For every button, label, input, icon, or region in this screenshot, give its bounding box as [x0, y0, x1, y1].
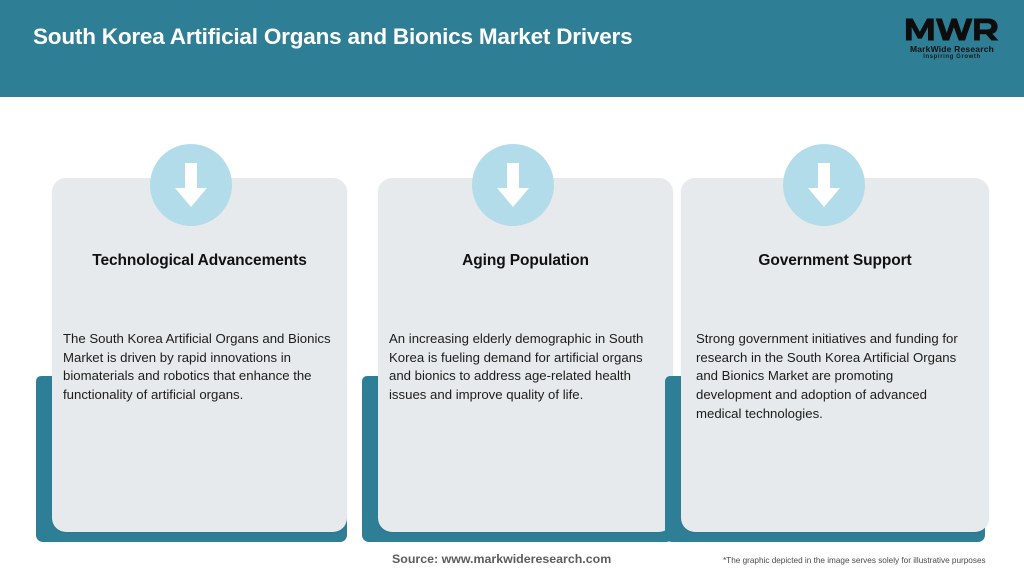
arrow-down-glyph — [497, 163, 529, 207]
driver-card: Government Support Strong government ini… — [665, 144, 989, 544]
card-title: Aging Population — [462, 252, 589, 269]
card-title: Government Support — [758, 252, 912, 269]
driver-card: Aging Population An increasing elderly d… — [362, 144, 682, 544]
source-label: Source: www.markwideresearch.com — [392, 552, 612, 566]
arrow-down-icon — [472, 144, 554, 226]
card-description: Strong government initiatives and fundin… — [696, 331, 958, 421]
header-bar: South Korea Artificial Organs and Bionic… — [0, 0, 1024, 97]
card-title: Technological Advancements — [92, 252, 307, 269]
card-surface — [52, 178, 347, 532]
card-surface — [681, 178, 989, 532]
logo-company-name: MarkWide Research — [909, 43, 995, 54]
page-title: South Korea Artificial Organs and Bionic… — [33, 24, 633, 49]
arrow-down-icon — [783, 144, 865, 226]
arrow-down-icon — [150, 144, 232, 226]
arrow-down-glyph — [175, 163, 207, 207]
arrow-down-glyph — [808, 163, 840, 207]
disclaimer-label: *The graphic depicted in the image serve… — [723, 556, 986, 565]
mwr-logo-icon — [905, 17, 999, 41]
card-surface — [378, 178, 673, 532]
driver-card: Technological Advancements The South Kor… — [36, 144, 356, 544]
logo-tagline: Inspiring Growth — [923, 53, 981, 60]
card-description: The South Korea Artificial Organs and Bi… — [63, 331, 331, 403]
card-description: An increasing elderly demographic in Sou… — [389, 331, 644, 403]
brand-logo: MarkWide Research Inspiring Growth — [898, 8, 1006, 66]
